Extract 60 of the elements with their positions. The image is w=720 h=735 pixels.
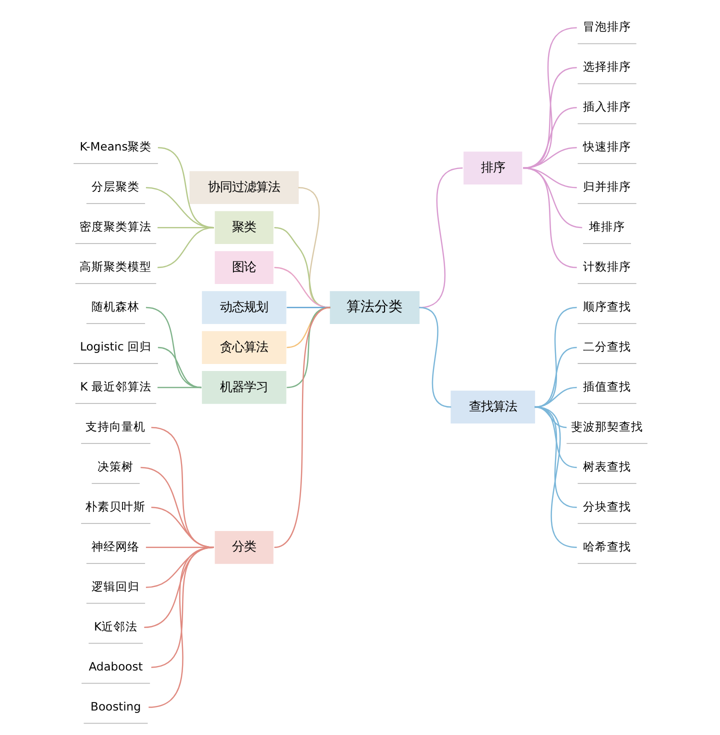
node-text: 逻辑回归 bbox=[91, 579, 140, 594]
connector bbox=[150, 506, 214, 548]
connector bbox=[286, 306, 330, 388]
connector bbox=[150, 426, 214, 548]
node-text: 分层聚类 bbox=[91, 180, 140, 194]
node-text: 冒泡排序 bbox=[582, 20, 631, 34]
node-text: 密度聚类算法 bbox=[79, 220, 152, 234]
connector bbox=[534, 406, 576, 548]
connector bbox=[144, 546, 214, 628]
node-text: 朴素贝叶斯 bbox=[85, 499, 146, 514]
connector bbox=[534, 346, 576, 408]
connector bbox=[522, 167, 576, 268]
node-text: 哈希查找 bbox=[582, 539, 631, 554]
connector bbox=[418, 306, 451, 408]
connector bbox=[145, 546, 214, 588]
connector bbox=[274, 226, 330, 308]
node-text: 插入排序 bbox=[582, 100, 631, 114]
node-box: 机器学习 bbox=[201, 371, 286, 404]
node-box: 聚类 bbox=[214, 211, 273, 244]
node-text: 插值查找 bbox=[582, 380, 631, 394]
connector bbox=[140, 466, 214, 548]
connector bbox=[148, 546, 214, 708]
node-text: 快速排序 bbox=[582, 140, 631, 154]
connector bbox=[274, 266, 330, 308]
connector bbox=[157, 386, 201, 388]
node-box: 排序 bbox=[463, 152, 522, 184]
node-box: 贪心算法 bbox=[201, 331, 286, 364]
node-box: 动态规划 bbox=[201, 291, 286, 324]
node-box: 分类 bbox=[214, 530, 273, 564]
node-text: 神经网络 bbox=[91, 539, 140, 554]
node-text: 决策树 bbox=[97, 459, 134, 474]
node-text: 二分查找 bbox=[582, 340, 631, 354]
node-text: 斐波那契查找 bbox=[570, 419, 643, 434]
node-text: 计数排序 bbox=[582, 260, 631, 274]
node-text: K-Means聚类 bbox=[79, 140, 152, 154]
node-text: 堆排序 bbox=[588, 220, 625, 234]
connector bbox=[156, 226, 214, 268]
connector bbox=[157, 346, 202, 388]
node-text: 选择排序 bbox=[582, 60, 631, 74]
node-box: 算法分类 bbox=[329, 291, 420, 324]
node-box: 协同过滤算法 bbox=[188, 171, 298, 204]
node-text: 支持向量机 bbox=[85, 419, 146, 434]
node-text: K近邻法 bbox=[93, 619, 138, 634]
node-text: 随机森林 bbox=[91, 300, 140, 314]
node-text: 分块查找 bbox=[582, 499, 631, 514]
node-text: 顺序查找 bbox=[582, 300, 631, 314]
node-text: K 最近邻算法 bbox=[80, 380, 151, 394]
connector bbox=[145, 186, 214, 228]
node-text: Logistic 回归 bbox=[79, 340, 152, 354]
node-text: 高斯聚类模型 bbox=[79, 260, 152, 274]
node-box: 查找算法 bbox=[450, 390, 535, 424]
node-text: Boosting bbox=[90, 699, 140, 714]
node-text: Adaboost bbox=[88, 659, 142, 674]
connector bbox=[534, 406, 576, 508]
node-text: 归并排序 bbox=[582, 180, 631, 194]
connector bbox=[534, 306, 576, 408]
node-text: 树表查找 bbox=[582, 459, 631, 474]
connector bbox=[145, 306, 202, 388]
node-box: 图论 bbox=[214, 251, 273, 284]
connector bbox=[274, 306, 330, 548]
